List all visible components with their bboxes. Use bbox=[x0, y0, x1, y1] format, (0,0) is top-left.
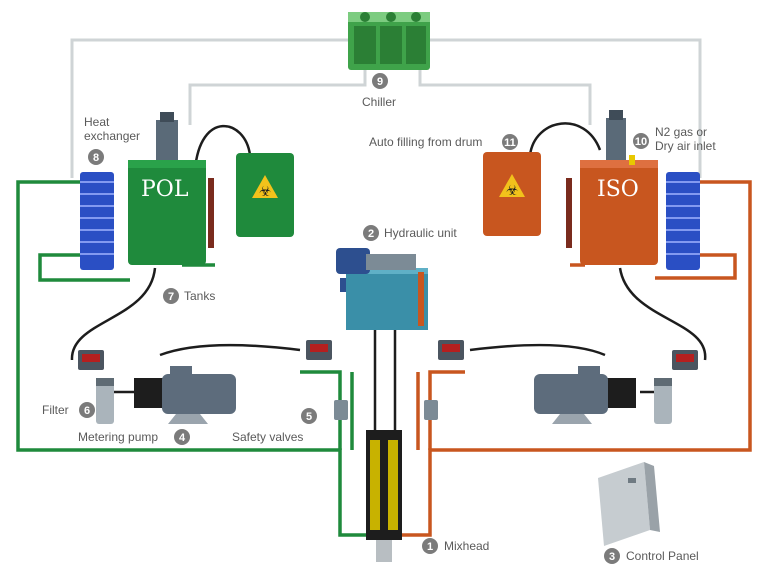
component-label-7: 7 Tanks bbox=[163, 288, 215, 304]
iso-piping bbox=[400, 180, 752, 537]
biohazard-icon: ☣ bbox=[506, 182, 519, 198]
badge-number: 10 bbox=[635, 136, 647, 148]
label-text: Filter bbox=[42, 403, 69, 417]
component-label-4: Metering pump 4 bbox=[78, 429, 190, 445]
heat-exchanger-pol bbox=[80, 172, 114, 270]
component-label-3: 3 Control Panel bbox=[604, 548, 699, 564]
pressure-gauges bbox=[78, 340, 698, 370]
mixhead bbox=[366, 430, 402, 562]
component-label-1: 1 Mixhead bbox=[422, 538, 489, 554]
control-panel bbox=[598, 462, 660, 546]
biohazard-icon: ☣ bbox=[259, 183, 272, 199]
chiller bbox=[348, 12, 430, 70]
badge-number: 3 bbox=[609, 551, 615, 563]
label-text-line2: exchanger bbox=[84, 129, 140, 143]
iso-drum: ☣ bbox=[483, 152, 541, 236]
label-text: Auto filling from drum bbox=[369, 135, 482, 149]
metering-pump-iso bbox=[534, 366, 636, 424]
iso-tank: ISO bbox=[566, 110, 658, 265]
metering-pump-pol bbox=[134, 366, 236, 424]
component-label-11: Auto filling from drum 11 bbox=[369, 134, 518, 150]
filters bbox=[96, 378, 672, 424]
hydraulic-unit bbox=[336, 248, 428, 330]
badge-number: 1 bbox=[427, 541, 433, 553]
label-text: Chiller bbox=[362, 95, 396, 109]
safety-valves bbox=[334, 400, 438, 420]
badge-number: 5 bbox=[306, 411, 312, 423]
heat-exchanger-iso bbox=[666, 172, 700, 270]
label-text: Control Panel bbox=[626, 549, 699, 563]
label-text: Safety valves bbox=[232, 430, 303, 444]
component-label-6: Filter 6 bbox=[42, 402, 95, 418]
badge-number: 9 bbox=[377, 76, 383, 88]
component-label-9: 9 Chiller bbox=[362, 73, 396, 109]
badge-number: 2 bbox=[368, 228, 374, 240]
label-text-line2: Dry air inlet bbox=[655, 139, 716, 153]
label-text: Metering pump bbox=[78, 430, 158, 444]
badge-number: 11 bbox=[504, 137, 516, 149]
label-text-line1: Heat bbox=[84, 115, 110, 129]
component-label-10: 10 N2 gas or Dry air inlet bbox=[633, 125, 716, 153]
component-label-5: 5 Safety valves bbox=[232, 408, 317, 444]
pol-piping bbox=[16, 180, 370, 537]
label-text-line1: N2 gas or bbox=[655, 125, 707, 139]
component-label-2: 2 Hydraulic unit bbox=[363, 225, 457, 241]
label-text: Hydraulic unit bbox=[384, 226, 457, 240]
chiller-piping bbox=[70, 38, 702, 178]
badge-number: 4 bbox=[179, 432, 186, 444]
pol-tank-label: POL bbox=[141, 177, 189, 202]
label-text: Tanks bbox=[184, 289, 215, 303]
badge-number: 6 bbox=[84, 405, 90, 417]
component-label-8: Heat exchanger 8 bbox=[84, 115, 140, 165]
pol-tank: POL bbox=[128, 112, 214, 265]
badge-number: 7 bbox=[168, 291, 174, 303]
badge-number: 8 bbox=[93, 152, 99, 164]
label-text: Mixhead bbox=[444, 539, 489, 553]
iso-tank-label: ISO bbox=[597, 177, 639, 202]
pol-drum: ☣ bbox=[236, 153, 294, 237]
